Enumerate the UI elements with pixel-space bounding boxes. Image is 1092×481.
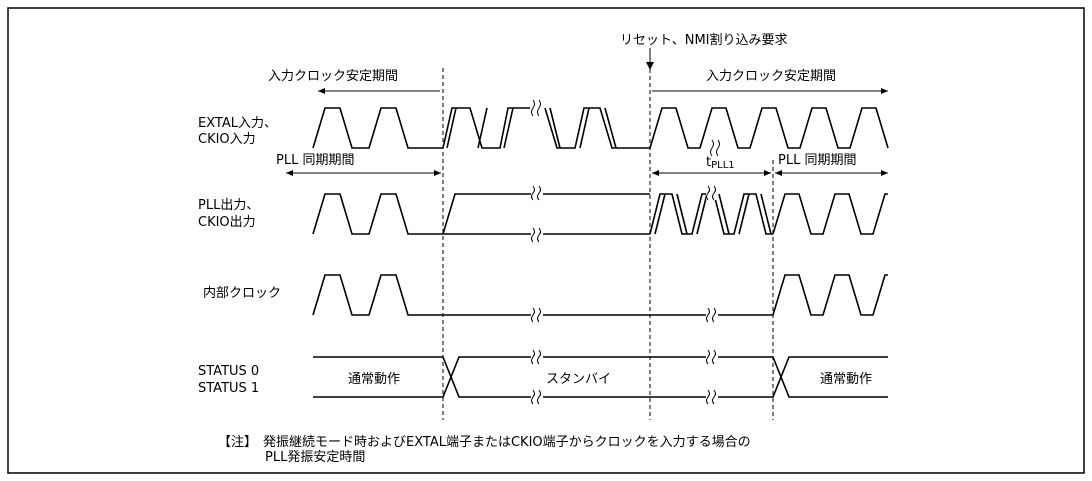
waveform-pll [312, 193, 888, 235]
tpll1-label: tPLL1 [706, 155, 735, 171]
diagram-frame [7, 7, 1085, 474]
signal-label-pll-1: PLL出力、 [198, 198, 259, 213]
input-stable-left-label: 入力クロック安定期間 [268, 69, 398, 84]
pll-sync-left-label: PLL 同期期間 [276, 153, 354, 168]
note-line-2: PLL発振安定時間 [265, 450, 365, 465]
input-stable-right-label: 入力クロック安定期間 [706, 69, 836, 84]
status-normal-left: 通常動作 [348, 372, 400, 387]
signal-label-internal: 内部クロック [203, 285, 281, 301]
reset-request-label: リセット、NMI割り込み要求 [620, 32, 788, 48]
arrowhead [318, 88, 325, 94]
pll-sync-right-label: PLL 同期期間 [778, 153, 856, 168]
signal-label-status-2: STATUS 1 [198, 381, 259, 396]
reset-arrow-head [646, 62, 654, 70]
waveform-status [313, 356, 888, 398]
signal-label-pll-2: CKIO出力 [198, 215, 256, 230]
arrowhead [881, 88, 888, 94]
note-line-1: 【注】発振継続モード時およびEXTAL端子またはCKIO端子からクロックを入力す… [218, 435, 751, 450]
status-normal-right: 通常動作 [820, 372, 872, 387]
waveform-internal-clock [312, 274, 888, 316]
signal-label-extal-2: CKIO入力 [198, 132, 256, 147]
signal-label-extal-1: EXTAL入力、 [198, 116, 277, 131]
signal-label-status-1: STATUS 0 [198, 364, 259, 379]
waveform-extal [312, 107, 889, 149]
status-standby: スタンバイ [546, 372, 611, 387]
